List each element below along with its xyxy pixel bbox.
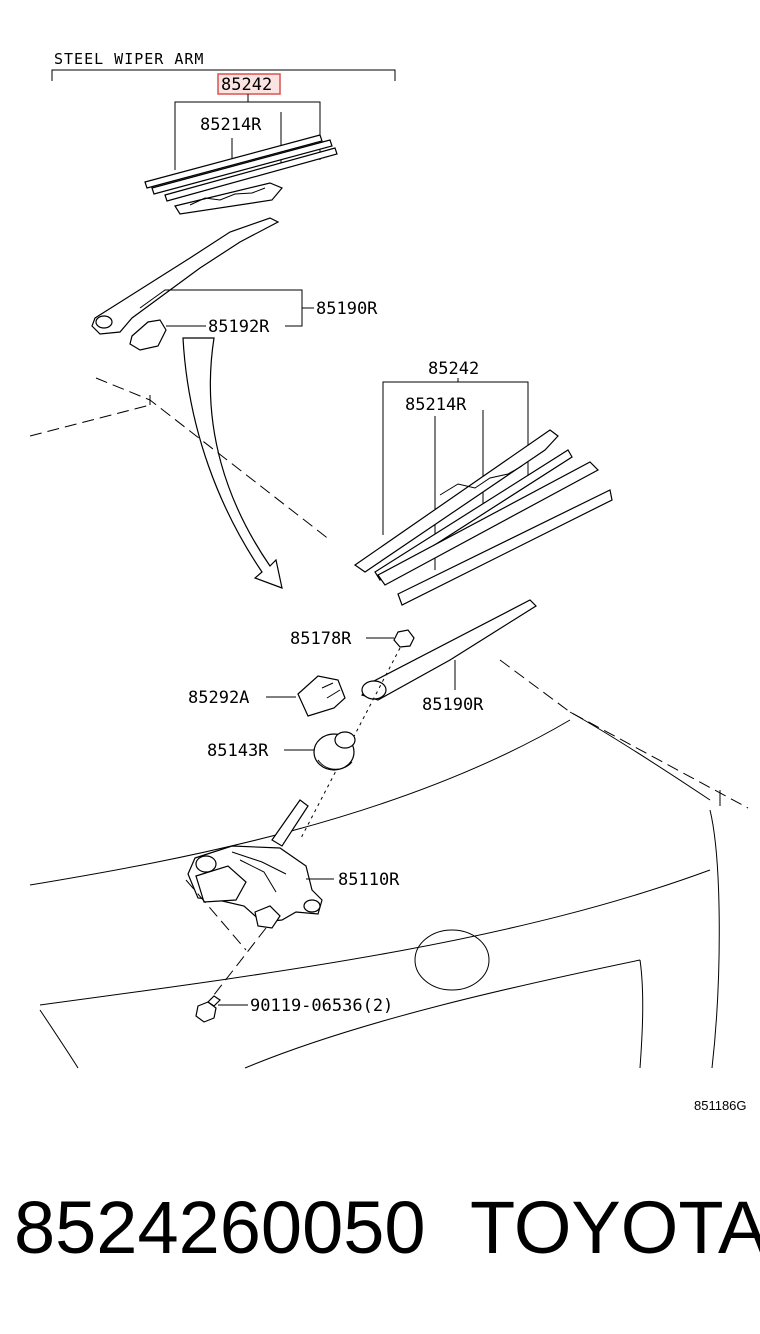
highlight-box — [217, 73, 281, 95]
label-arm[interactable]: 85190R — [422, 695, 484, 715]
top-arm-drawing — [91, 217, 280, 351]
label-motor[interactable]: 85110R — [338, 870, 400, 890]
arm-drawing — [360, 599, 537, 701]
footer-brand: TOYOTA — [470, 1186, 760, 1269]
group-title: STEEL WIPER ARM — [54, 50, 204, 68]
label-bolt[interactable]: 90119-06536(2) — [250, 996, 393, 1016]
nut-drawing — [393, 629, 415, 648]
grommet-drawing — [313, 731, 356, 771]
label-top-blade[interactable]: 85242 — [221, 75, 272, 95]
label-nut[interactable]: 85178R — [290, 629, 352, 649]
label-top-arm[interactable]: 85190R — [316, 299, 378, 319]
mount-line-a — [185, 879, 247, 951]
label-top-refill[interactable]: 85214R — [200, 115, 262, 135]
top-blade-drawing — [144, 134, 338, 215]
footer: 8524260050 TOYOTA — [0, 1185, 760, 1295]
label-mid-blade[interactable]: 85242 — [428, 359, 479, 379]
label-mid-refill[interactable]: 85214R — [405, 395, 467, 415]
leader-top-arm — [139, 289, 303, 327]
mid-blade-drawing — [353, 429, 613, 606]
mount-line-b — [209, 927, 267, 1001]
axis-line — [299, 647, 401, 841]
leader-mid-blade — [382, 381, 529, 535]
label-cover[interactable]: 85292A — [188, 688, 249, 708]
arrow-icon — [182, 337, 283, 589]
motor-drawing — [187, 799, 323, 929]
label-grommet[interactable]: 85143R — [207, 741, 269, 761]
vehicle-body-outline — [29, 377, 749, 1069]
footer-part-number: 8524260050 — [14, 1186, 426, 1269]
drawing-code: 851186G — [694, 1098, 747, 1113]
label-top-cap[interactable]: 85192R — [208, 317, 270, 337]
cover-drawing — [297, 675, 346, 717]
bolt-drawing — [195, 995, 221, 1023]
group-bracket — [51, 69, 396, 81]
